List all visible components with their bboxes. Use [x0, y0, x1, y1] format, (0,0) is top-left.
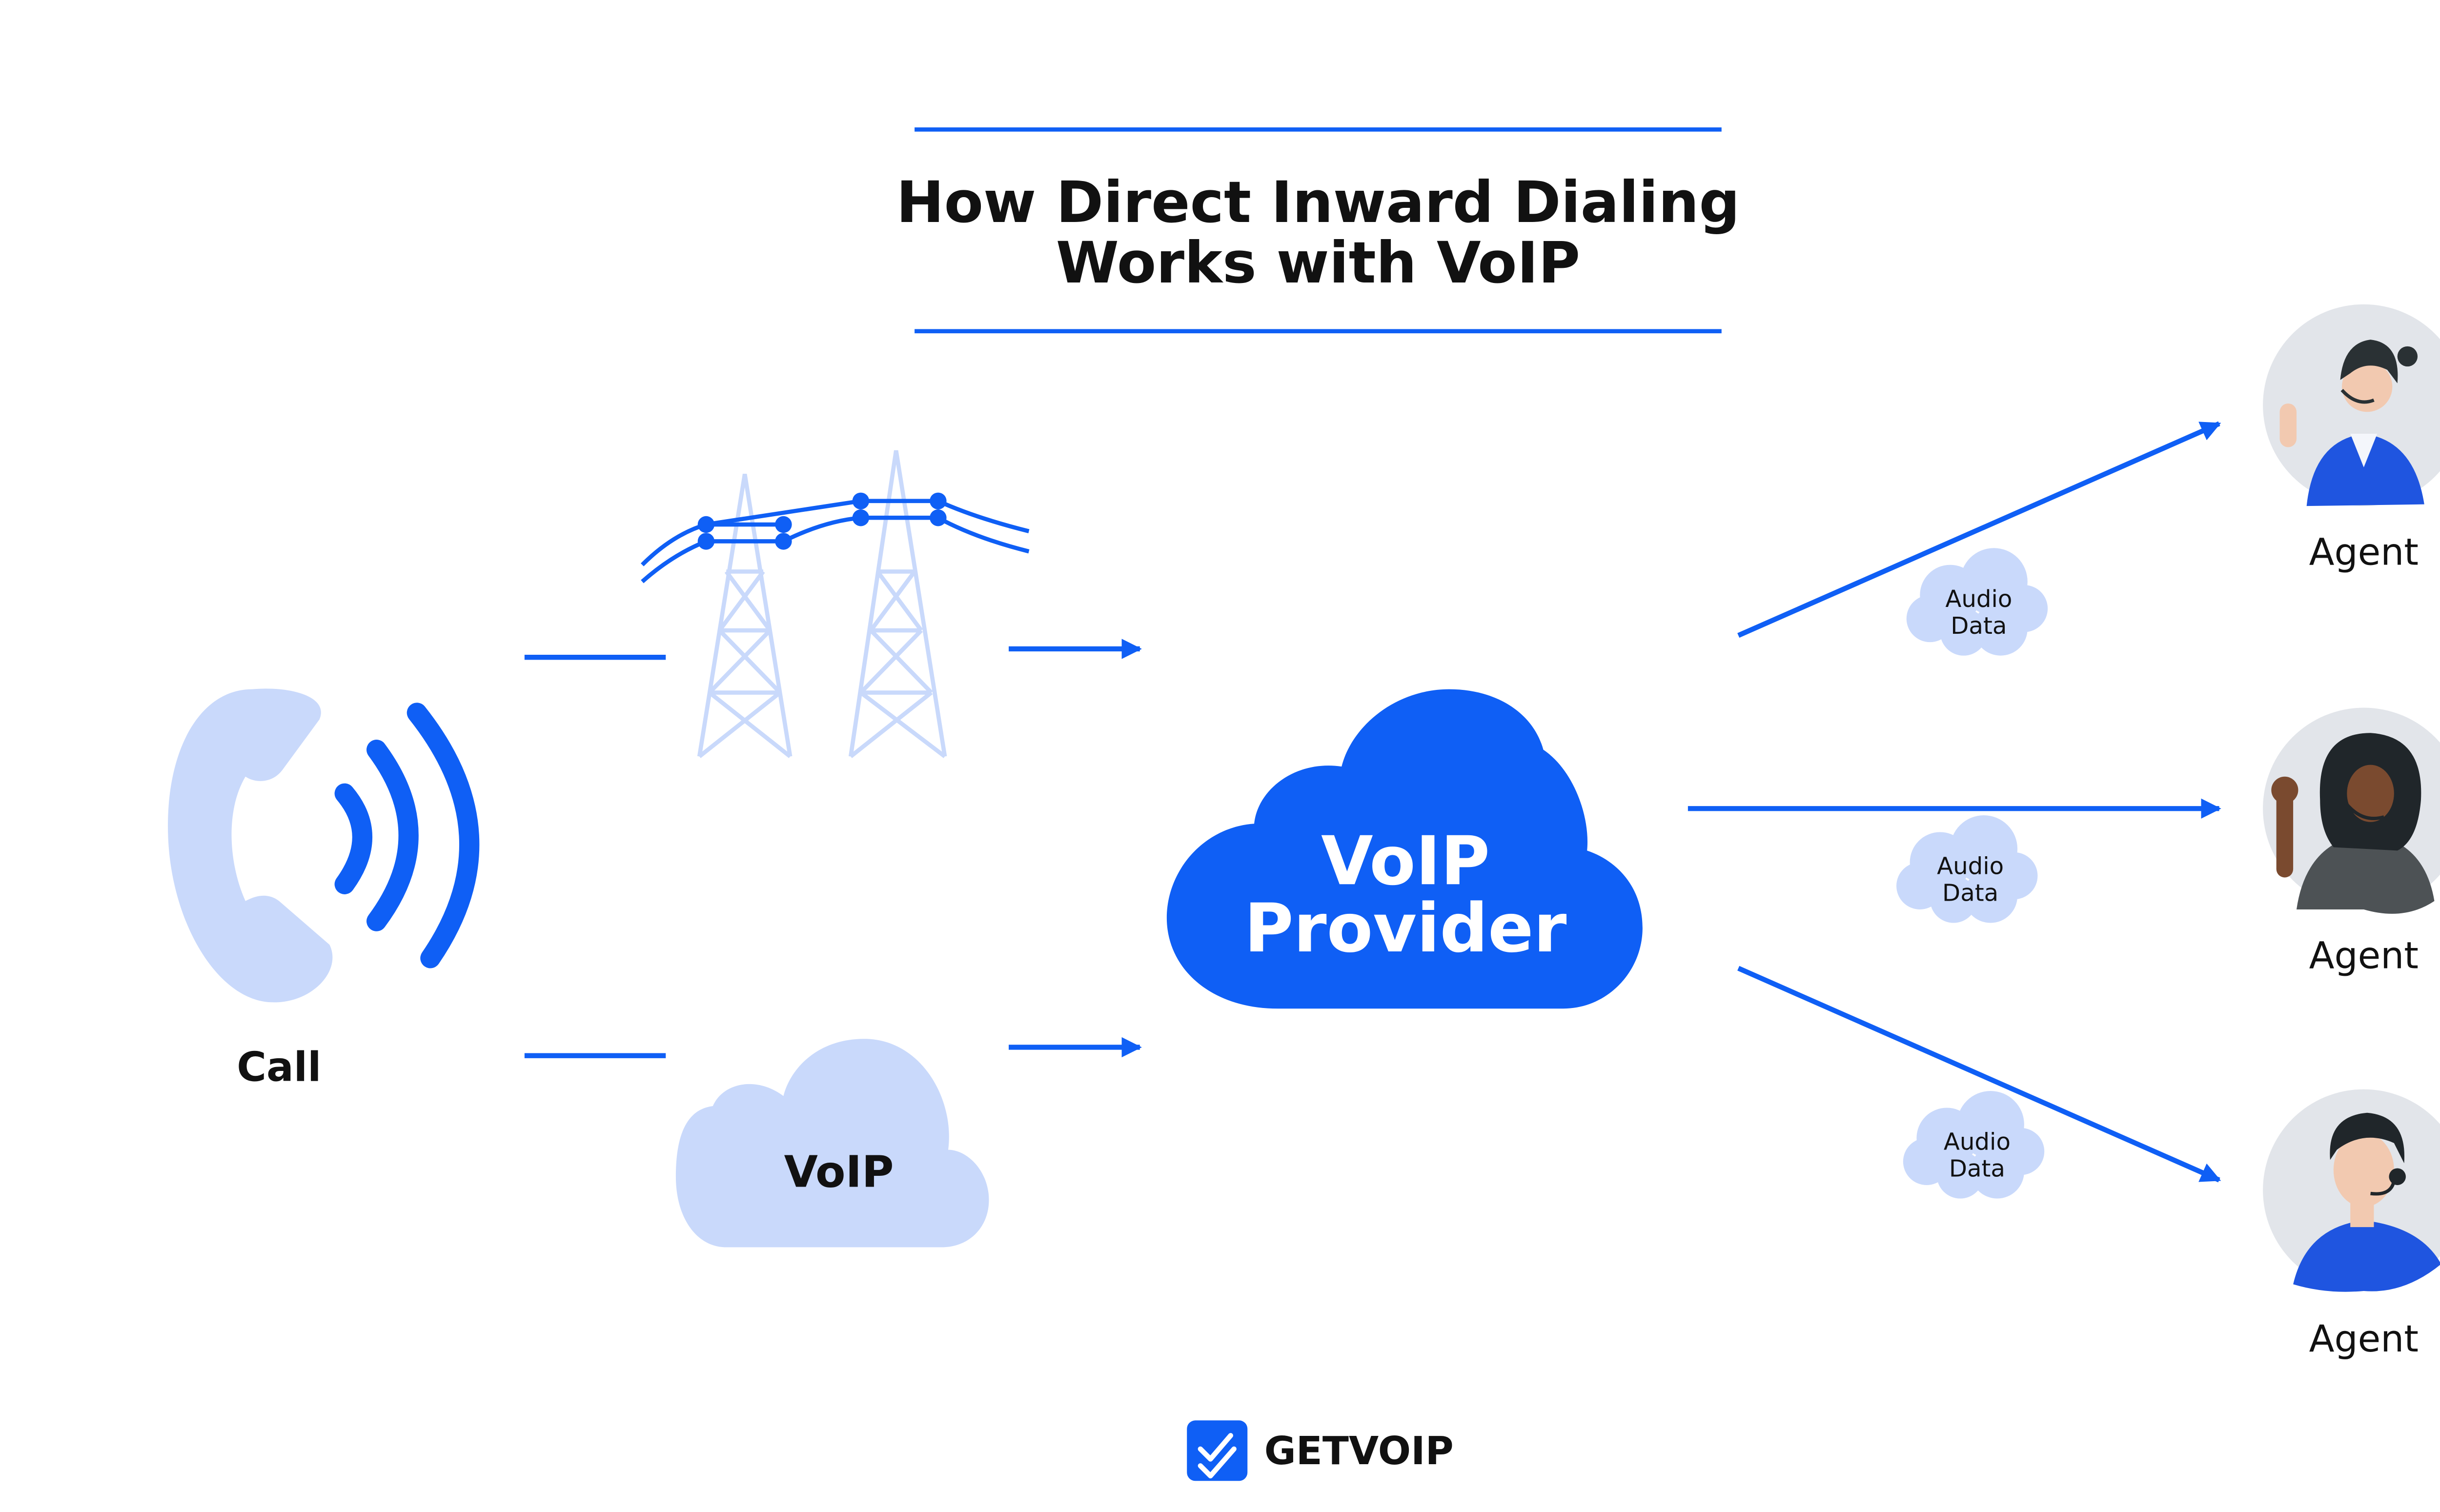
cloud-icon	[1903, 1091, 2045, 1199]
call-label: Call	[237, 1044, 321, 1090]
audio-data-tag-1: Audio Data	[1906, 548, 2048, 656]
audio-tag-1-line-1: Audio	[1945, 585, 2012, 613]
agent-3	[2263, 1089, 2440, 1292]
provider-line-1: VoIP	[1321, 822, 1490, 900]
audio-tag-3-line-1: Audio	[1944, 1129, 2011, 1156]
agent-3-label: Agent	[2309, 1317, 2419, 1360]
title-block: How Direct Inward Dialing Works with VoI…	[896, 127, 1740, 334]
power-tower-icon	[640, 450, 1030, 758]
audio-tag-2-line-2: Data	[1942, 880, 1998, 907]
provider-line-2: Provider	[1244, 889, 1567, 968]
voip-cloud: VoIP	[675, 1039, 989, 1248]
cloud-icon	[675, 1039, 989, 1248]
cloud-icon	[1166, 689, 1643, 1009]
agent-1-label: Agent	[2309, 531, 2419, 574]
arrow-to-agent-1	[1737, 421, 2221, 638]
agent-2	[2263, 707, 2440, 914]
audio-tag-1-line-2: Data	[1951, 612, 2007, 640]
title-line-2: Works with VoIP	[1056, 229, 1580, 296]
audio-tag-3-line-2: Data	[1949, 1155, 2005, 1183]
arrow-to-agent-3	[1737, 966, 2221, 1183]
audio-data-tag-2: Audio Data	[1896, 815, 2038, 923]
voip-cloud-label: VoIP	[784, 1147, 894, 1197]
phone-icon	[168, 688, 333, 1003]
title-line-1: How Direct Inward Dialing	[896, 169, 1740, 236]
brand-name: GETVOIP	[1264, 1428, 1454, 1473]
cloud-icon	[1906, 548, 2048, 656]
agent-1	[2263, 304, 2440, 506]
audio-data-tag-3: Audio Data	[1903, 1091, 2045, 1199]
sound-waves-icon	[334, 703, 480, 968]
agent-2-label: Agent	[2309, 934, 2419, 977]
cloud-icon	[1896, 815, 2038, 923]
voip-provider-cloud: VoIP Provider	[1166, 689, 1643, 1009]
getvoip-logo: GETVOIP	[1187, 1420, 1454, 1481]
audio-tag-2-line-1: Audio	[1937, 853, 2004, 880]
